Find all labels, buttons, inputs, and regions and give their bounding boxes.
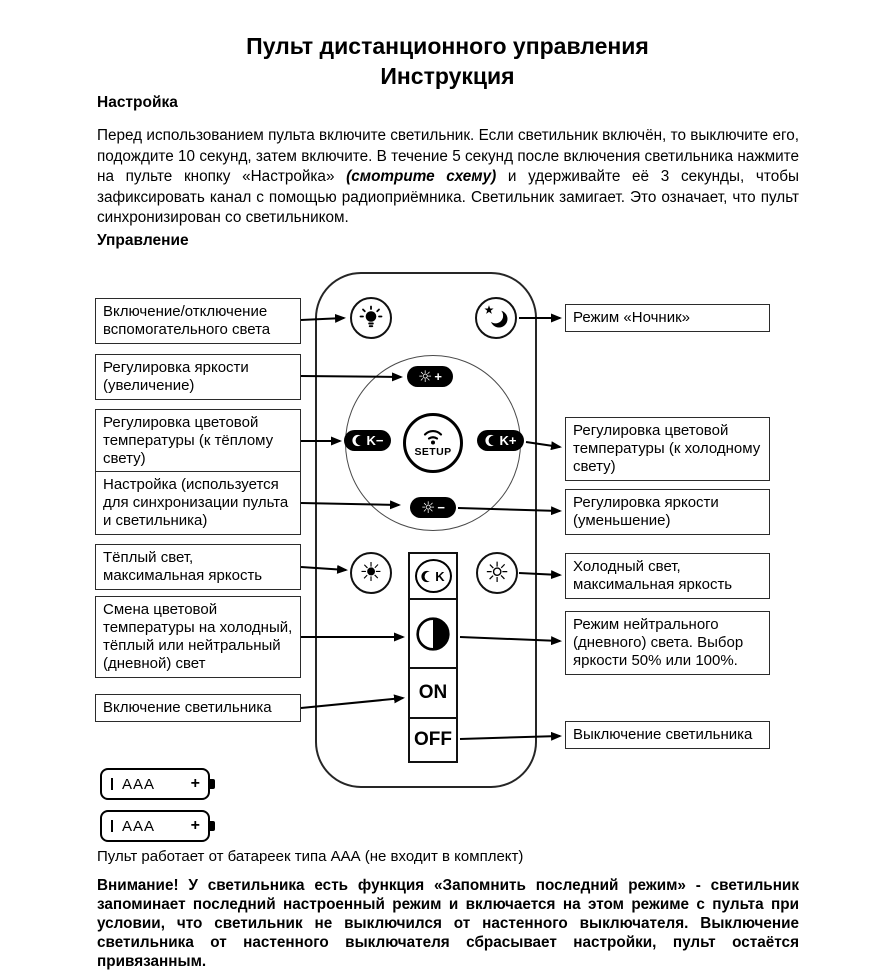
kelvin-icon: K xyxy=(414,559,452,593)
on-button: ON xyxy=(408,667,458,719)
battery-aaa-1: AAA + xyxy=(100,768,215,800)
setup-button: SETUP xyxy=(403,413,463,473)
color-temp-icon xyxy=(351,434,365,447)
half-circle-icon xyxy=(416,616,450,651)
callout-label: Настройка (используется для синхронизаци… xyxy=(103,476,289,529)
callout-label: Режим «Ночник» xyxy=(573,309,690,326)
title-line-1: Пульт дистанционного управления xyxy=(246,33,649,60)
callout-setup-sync: Настройка (используется для синхронизаци… xyxy=(95,471,301,535)
setup-text-italic: (смотрите схему) xyxy=(346,168,497,185)
battery-label: AAA xyxy=(122,817,156,835)
battery-aaa-2: AAA + xyxy=(100,810,215,842)
sun-icon: ☼ xyxy=(421,497,436,517)
setup-heading: Настройка xyxy=(97,94,178,111)
battery-minus-terminal xyxy=(111,820,113,832)
temp-cold-button: K+ xyxy=(477,430,524,451)
callout-aux-light-toggle: Включение/отключение вспомогательного св… xyxy=(95,298,301,344)
temp-warm-button: K− xyxy=(344,430,391,451)
callout-label: Режим нейтрального (дневного) света. Выб… xyxy=(573,616,744,669)
sun-icon: ☼ xyxy=(418,366,433,386)
bulb-icon xyxy=(359,305,383,328)
moon-star-icon xyxy=(484,305,508,328)
setup-text-1: Перед использованием пульта включите све… xyxy=(97,127,799,185)
color-temp-icon xyxy=(421,570,435,582)
callout-label: Регулировка яркости (уменьшение) xyxy=(573,494,719,529)
color-temp-icon xyxy=(484,434,498,447)
color-temp-cycle-button: K xyxy=(408,552,458,600)
callout-temp-cold: Регулировка цветовой температуры (к холо… xyxy=(565,417,770,481)
callout-warm-max: Тёплый свет, максимальная яркость xyxy=(95,544,301,590)
callout-label: Включение/отключение вспомогательного св… xyxy=(103,303,271,338)
callout-label: Регулировка цветовой температуры (к тёпл… xyxy=(103,414,274,467)
page-title: Пульт дистанционного управления Инструкц… xyxy=(0,31,895,91)
plus-label: + xyxy=(434,369,442,384)
wifi-icon xyxy=(423,430,443,445)
battery-minus-terminal xyxy=(111,778,113,790)
callout-label: Холодный свет, максимальная яркость xyxy=(573,558,733,593)
night-mode-button xyxy=(475,297,517,339)
callout-label: Выключение светильника xyxy=(573,726,753,743)
callout-label: Тёплый свет, максимальная яркость xyxy=(103,549,263,584)
callout-brightness-up: Регулировка яркости (увеличение) xyxy=(95,354,301,400)
callout-neutral-mode: Режим нейтрального (дневного) света. Выб… xyxy=(565,611,770,675)
sun-outline-icon: ☼ xyxy=(484,556,510,589)
title-line-2: Инструкция xyxy=(380,63,515,90)
callout-brightness-down: Регулировка яркости (уменьшение) xyxy=(565,489,770,535)
brightness-down-button: ☼ − xyxy=(410,497,456,518)
battery-note: Пульт работает от батареек типа ААА (не … xyxy=(97,848,524,865)
setup-label: SETUP xyxy=(414,446,452,458)
neutral-mode-button xyxy=(408,598,458,669)
callout-temp-cycle: Смена цветовой температуры на холодный, … xyxy=(95,596,301,678)
battery-plus-label: + xyxy=(190,775,200,792)
callout-label: Регулировка цветовой температуры (к холо… xyxy=(573,422,761,475)
callout-label: Регулировка яркости (увеличение) xyxy=(103,359,249,394)
warm-light-button: ☀ xyxy=(350,552,392,594)
aux-light-button xyxy=(350,297,392,339)
battery-positive-terminal xyxy=(210,779,215,789)
brightness-up-button: ☼ + xyxy=(407,366,453,387)
off-label: OFF xyxy=(414,729,452,750)
off-button: OFF xyxy=(408,717,458,763)
battery-positive-terminal xyxy=(210,821,215,831)
battery-label: AAA xyxy=(122,775,156,793)
warning-paragraph: Внимание! У светильника есть функция «За… xyxy=(97,877,799,970)
callout-label: Включение светильника xyxy=(103,699,272,716)
minus-label: − xyxy=(437,500,445,515)
cold-light-button: ☼ xyxy=(476,552,518,594)
k-minus-label: K− xyxy=(366,433,384,448)
callout-label: Смена цветовой температуры на холодный, … xyxy=(103,601,293,672)
callout-cold-max: Холодный свет, максимальная яркость xyxy=(565,553,770,599)
k-plus-label: K+ xyxy=(499,433,517,448)
callout-light-off: Выключение светильника xyxy=(565,721,770,749)
callout-night-mode: Режим «Ночник» xyxy=(565,304,770,332)
on-label: ON xyxy=(418,682,448,703)
callout-temp-warm: Регулировка цветовой температуры (к тёпл… xyxy=(95,409,301,473)
callout-light-on: Включение светильника xyxy=(95,694,301,722)
control-heading: Управление xyxy=(97,232,189,249)
battery-plus-label: + xyxy=(190,817,200,834)
sun-filled-icon: ☀ xyxy=(359,558,383,588)
setup-text-2: и удерживайте её 3 секунды, чтобы зафикс… xyxy=(97,168,799,226)
k-label: K xyxy=(435,568,445,584)
setup-paragraph: Перед использованием пульта включите све… xyxy=(97,126,799,229)
